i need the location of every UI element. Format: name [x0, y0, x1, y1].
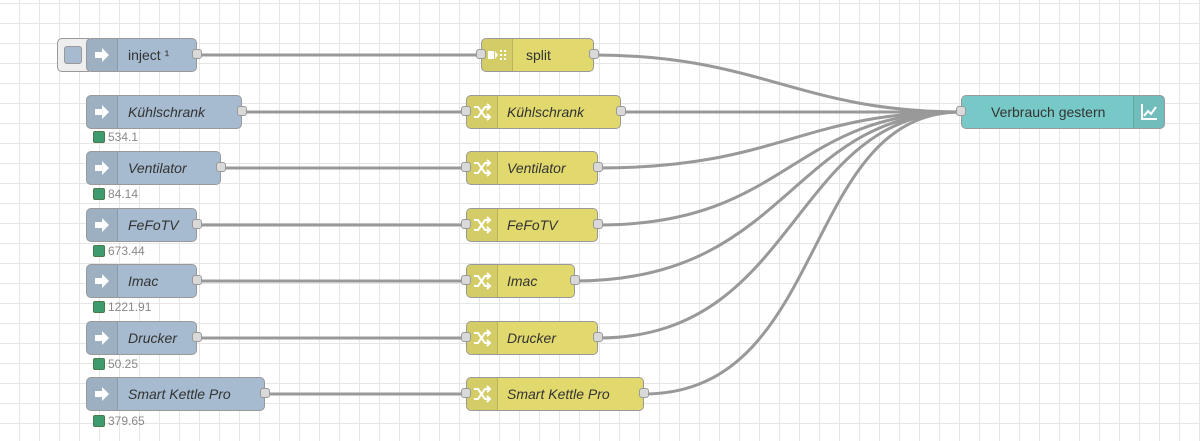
- wire[interactable]: [643, 110, 962, 396]
- input-port[interactable]: [461, 106, 471, 116]
- inject-trigger-button[interactable]: [57, 38, 89, 72]
- split-node[interactable]: split: [476, 38, 599, 72]
- output-port[interactable]: [260, 388, 270, 398]
- shuffle-icon: [467, 96, 498, 128]
- inject-trigger-button-face[interactable]: [64, 46, 82, 64]
- inject-node[interactable]: Kühlschrank: [86, 95, 247, 129]
- arrow-right-icon: [87, 39, 118, 71]
- change-node[interactable]: Kühlschrank: [461, 95, 626, 129]
- input-port[interactable]: [461, 219, 471, 229]
- arrow-right-icon: [87, 96, 118, 128]
- output-port[interactable]: [593, 219, 603, 229]
- shuffle-icon: [467, 378, 498, 410]
- output-port[interactable]: [589, 49, 599, 59]
- arrow-right-icon: [87, 209, 118, 241]
- output-port[interactable]: [237, 106, 247, 116]
- input-port[interactable]: [956, 106, 966, 116]
- shuffle-icon: [467, 152, 498, 184]
- output-port[interactable]: [192, 275, 202, 285]
- output-port[interactable]: [616, 106, 626, 116]
- input-port[interactable]: [461, 275, 471, 285]
- change-node[interactable]: Drucker: [461, 321, 603, 355]
- wire[interactable]: [597, 110, 962, 340]
- wire[interactable]: [593, 53, 962, 114]
- wire[interactable]: [574, 110, 962, 283]
- input-port[interactable]: [476, 49, 486, 59]
- arrow-right-icon: [87, 265, 118, 297]
- output-port[interactable]: [192, 332, 202, 342]
- node-label: inject ¹: [128, 47, 170, 63]
- status-dot-icon: [93, 131, 105, 143]
- node-status: 534.1: [93, 130, 138, 144]
- shuffle-icon: [467, 209, 498, 241]
- inject-node[interactable]: FeFoTV: [86, 208, 202, 242]
- chart-node[interactable]: Verbrauch gestern: [956, 95, 1165, 129]
- node-status: 50.25: [93, 357, 138, 371]
- status-dot-icon: [93, 301, 105, 313]
- status-dot-icon: [93, 358, 105, 370]
- status-text: 534.1: [108, 130, 139, 144]
- input-port[interactable]: [461, 388, 471, 398]
- output-port[interactable]: [192, 49, 202, 59]
- wire[interactable]: [597, 110, 962, 227]
- status-text: 673.44: [108, 244, 145, 258]
- arrow-right-icon: [87, 322, 118, 354]
- node-status: 673.44: [93, 244, 145, 258]
- output-port[interactable]: [192, 219, 202, 229]
- change-node[interactable]: Smart Kettle Pro: [461, 377, 649, 411]
- node-label: FeFoTV: [507, 217, 558, 233]
- node-label: Drucker: [507, 330, 557, 346]
- node-label: FeFoTV: [128, 217, 179, 233]
- inject-node[interactable]: Smart Kettle Pro: [86, 377, 270, 411]
- output-port[interactable]: [216, 162, 226, 172]
- node-label: Kühlschrank: [507, 104, 585, 120]
- status-dot-icon: [93, 245, 105, 257]
- output-port[interactable]: [570, 275, 580, 285]
- node-label: Smart Kettle Pro: [128, 386, 231, 402]
- arrow-right-icon: [87, 152, 118, 184]
- node-status: 379.65: [93, 414, 145, 428]
- status-text: 84.14: [108, 187, 139, 201]
- node-label: Drucker: [128, 330, 178, 346]
- change-node[interactable]: FeFoTV: [461, 208, 603, 242]
- status-text: 1221.91: [108, 300, 152, 314]
- node-label: Verbrauch gestern: [991, 104, 1106, 120]
- node-label: Imac: [507, 273, 538, 289]
- change-node[interactable]: Imac: [461, 264, 580, 298]
- node-label: split: [526, 47, 551, 63]
- inject-node[interactable]: Drucker: [86, 321, 202, 355]
- output-port[interactable]: [639, 388, 649, 398]
- inject-node[interactable]: Imac: [86, 264, 202, 298]
- node-status: 84.14: [93, 187, 138, 201]
- status-text: 379.65: [108, 414, 145, 428]
- input-port[interactable]: [461, 162, 471, 172]
- node-label: Smart Kettle Pro: [507, 386, 610, 402]
- shuffle-icon: [467, 265, 498, 297]
- chart-icon: [1133, 96, 1164, 128]
- node-label: Imac: [128, 273, 159, 289]
- status-text: 50.25: [108, 357, 139, 371]
- node-label: Ventilator: [128, 160, 187, 176]
- output-port[interactable]: [593, 332, 603, 342]
- change-node[interactable]: Ventilator: [461, 151, 603, 185]
- shuffle-icon: [467, 322, 498, 354]
- arrow-right-icon: [87, 378, 118, 410]
- node-label: Ventilator: [507, 160, 566, 176]
- inject-node-main[interactable]: inject ¹: [86, 38, 202, 72]
- inject-node[interactable]: Ventilator: [86, 151, 226, 185]
- input-port[interactable]: [461, 332, 471, 342]
- node-status: 1221.91: [93, 300, 151, 314]
- status-dot-icon: [93, 188, 105, 200]
- wire[interactable]: [597, 110, 962, 170]
- status-dot-icon: [93, 415, 105, 427]
- split-icon: [482, 39, 513, 71]
- output-port[interactable]: [593, 162, 603, 172]
- node-label: Kühlschrank: [128, 104, 206, 120]
